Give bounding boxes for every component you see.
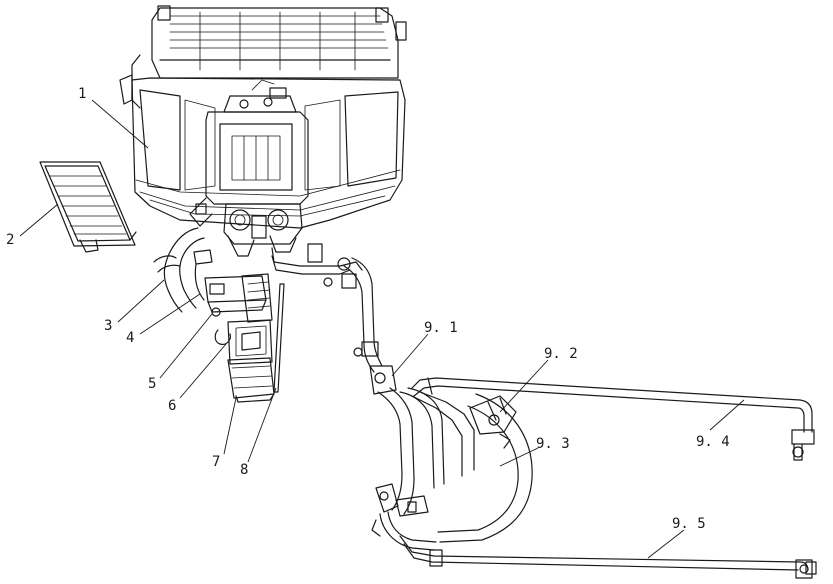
leader-lines (19, 99, 745, 559)
callout-4: 4 (126, 330, 134, 346)
callout-9-3: 9. 3 (536, 436, 570, 452)
callout-9-2: 9. 2 (544, 346, 578, 362)
refrigerant-lines (271, 243, 817, 579)
callout-9-4: 9. 4 (696, 434, 730, 450)
callout-3: 3 (104, 318, 112, 334)
air-filter (39, 161, 137, 253)
callout-9-5: 9. 5 (672, 516, 706, 532)
rod (273, 283, 285, 393)
callout-5: 5 (148, 376, 156, 392)
callout-labels: 1 2 3 4 5 6 7 8 9. 1 9. 2 9. 3 9. 4 9. 5 (6, 86, 730, 532)
blower-assembly (204, 273, 275, 403)
callout-9-1: 9. 1 (424, 320, 458, 336)
callout-1: 1 (78, 86, 86, 102)
drain-hose (153, 227, 213, 313)
callout-8: 8 (240, 462, 248, 478)
callout-7: 7 (212, 454, 220, 470)
callout-6: 6 (168, 398, 176, 414)
callout-2: 2 (6, 232, 14, 248)
hvac-unit (119, 5, 407, 257)
